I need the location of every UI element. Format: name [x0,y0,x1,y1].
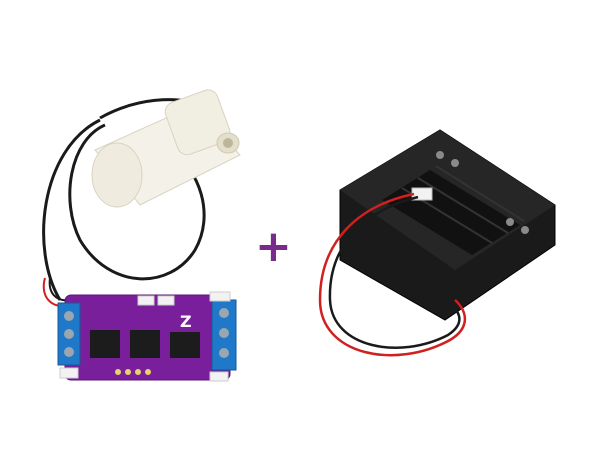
battery-holder [318,129,556,357]
board-logo: Z [180,312,192,331]
plus-sign: + [255,221,292,272]
motor-driver-board: Z [42,277,237,382]
water-pump [42,89,241,301]
